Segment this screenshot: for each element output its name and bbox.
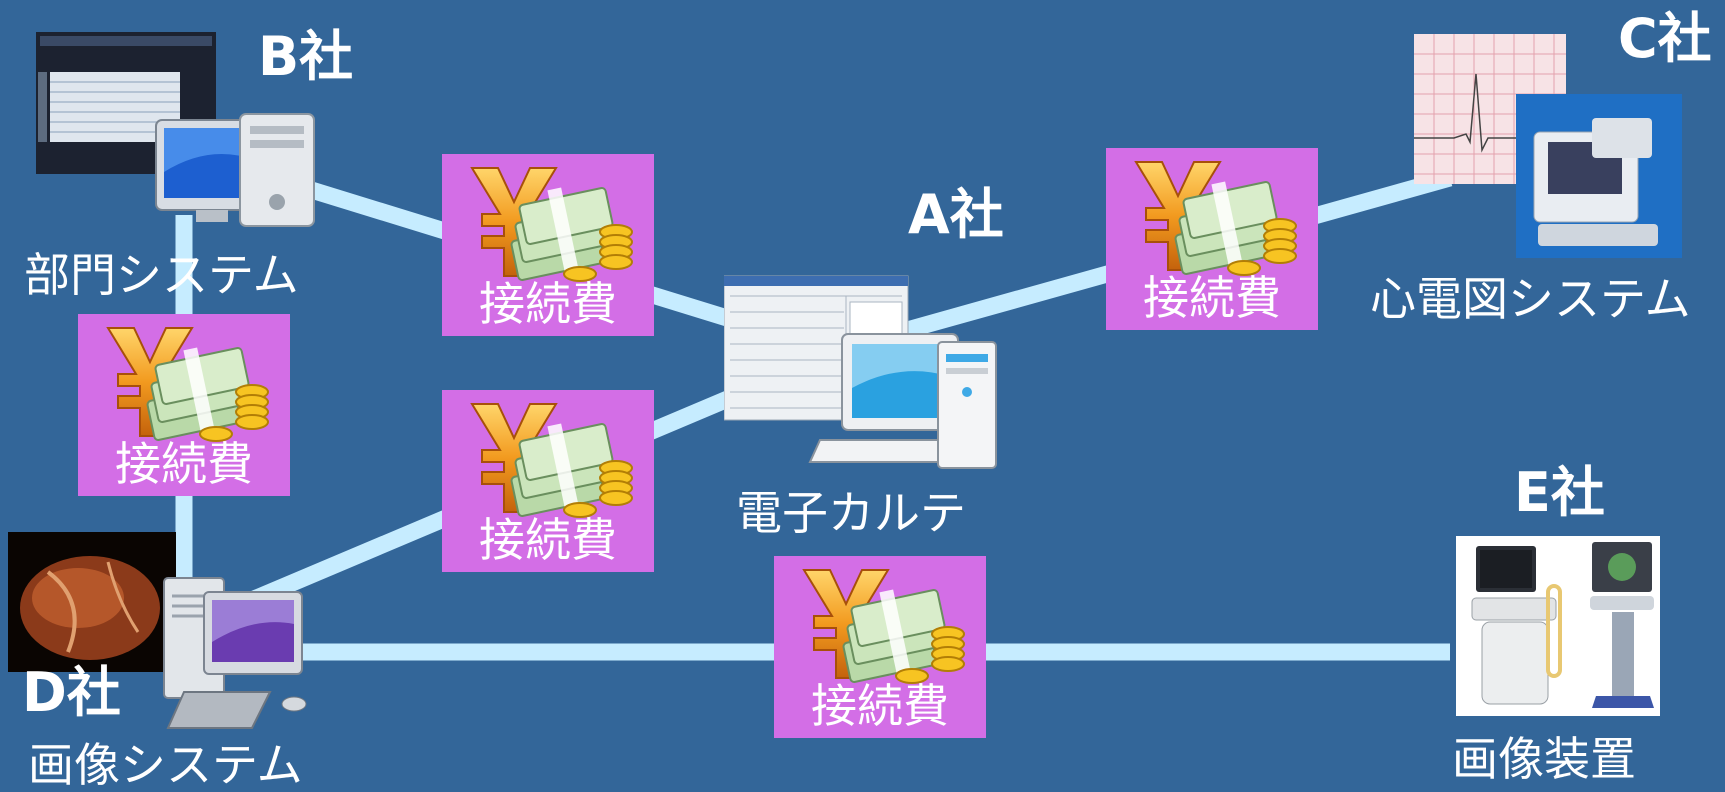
keyboard-icon [808, 439, 956, 463]
company-c-label: C社 [1618, 7, 1712, 70]
company-e-label: E社 [1514, 461, 1605, 524]
fee-box-b-a: 接続費 [442, 154, 654, 336]
fee-label: 接続費 [115, 436, 253, 491]
fee-box-b-d: 接続費 [78, 314, 290, 496]
imaging-system-label: 画像システム [28, 738, 303, 792]
fee-box-d-a: 接続費 [442, 390, 654, 572]
fee-label: 接続費 [479, 512, 617, 567]
department-system-label: 部門システム [24, 248, 299, 302]
company-a-label: A社 [908, 183, 1004, 246]
yen-money-icon [107, 327, 269, 442]
company-b-label: B社 [258, 25, 354, 88]
fee-label: 接続費 [1143, 270, 1281, 325]
fee-label: 接続費 [811, 678, 949, 733]
emr-device [723, 272, 1004, 472]
imaging-device-photo [1456, 536, 1660, 716]
yen-money-icon [1135, 161, 1297, 276]
ecg-system-label: 心電図システム [1370, 272, 1691, 326]
yen-money-icon [471, 403, 633, 518]
emr-label: 電子カルテ [736, 486, 966, 540]
yen-money-icon [803, 569, 965, 684]
fee-label: 接続費 [479, 276, 617, 331]
imaging-system-device [8, 532, 328, 732]
yen-money-icon [471, 167, 633, 282]
fee-box-a-c: 接続費 [1106, 148, 1318, 330]
company-d-label: D社 [22, 661, 121, 724]
keyboard-icon [166, 691, 272, 729]
ecg-device [1414, 34, 1684, 259]
imaging-device-label: 画像装置 [1452, 732, 1636, 786]
department-system-device [36, 32, 326, 232]
mouse-icon [281, 696, 307, 712]
fee-box-d-e: 接続費 [774, 556, 986, 738]
